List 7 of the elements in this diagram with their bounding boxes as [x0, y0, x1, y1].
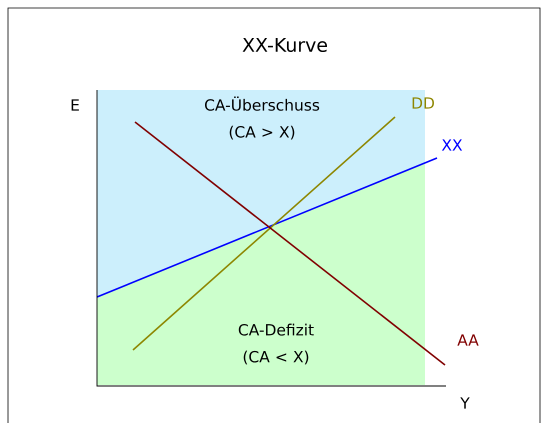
curve-label: AA — [457, 334, 479, 346]
region-band: CA-Defizit (CA < X) — [97, 162, 425, 385]
title: XX-Kurve — [242, 38, 327, 52]
curve-label: XX — [442, 139, 462, 151]
axis-label: E — [72, 99, 79, 111]
curve-label: DD — [412, 97, 434, 109]
axis-label: Y — [460, 397, 470, 409]
